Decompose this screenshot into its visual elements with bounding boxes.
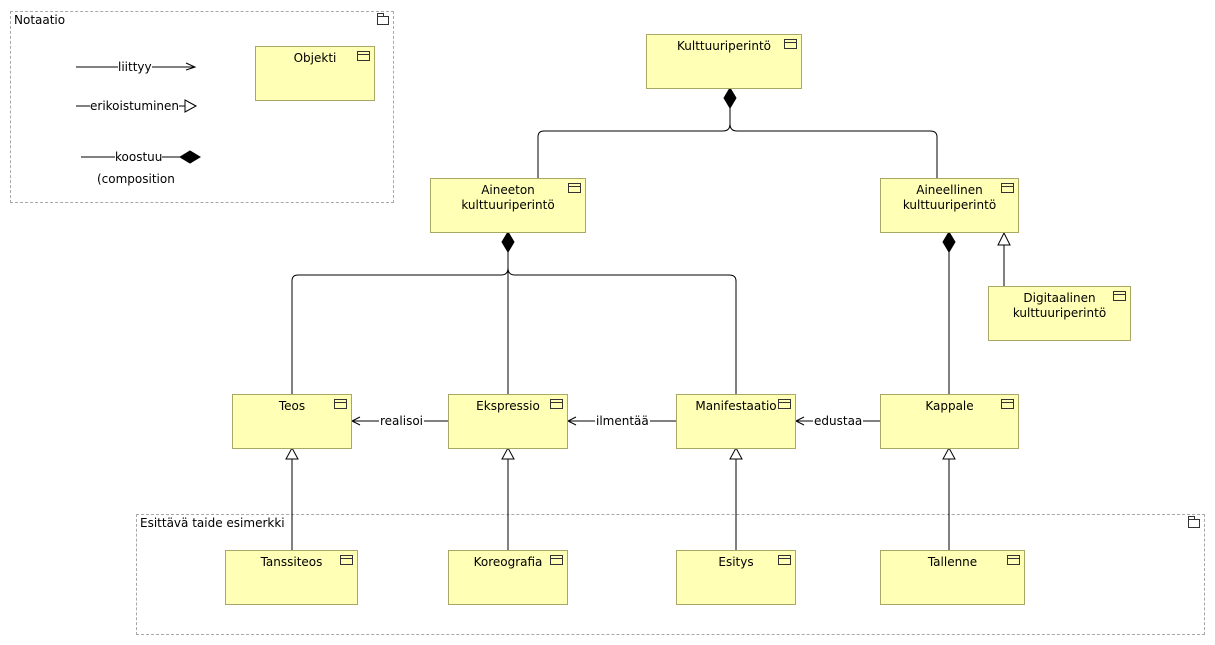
association-arrowhead [566,416,577,426]
node-label: Aineeton kulttuuriperintö [461,183,555,212]
node-label: Kulttuuriperintö [676,39,772,53]
node-label: Manifestaatio [695,399,777,413]
node-aineellinen[interactable]: Aineellinen kulttuuriperintö [880,178,1019,233]
node-kappale[interactable]: Kappale [880,394,1019,449]
legend-composition-note: (composition [97,172,175,186]
specialization-arrow [729,446,743,460]
node-label: Teos [278,399,306,413]
node-tanssiteos[interactable]: Tanssiteos [225,550,358,605]
object-icon [568,183,581,193]
object-icon [1113,291,1126,301]
notation-group: Notaatio [10,11,394,203]
specialization-arrow [942,446,956,460]
specialization-arrow [285,446,299,460]
composition-diamond [501,231,515,253]
relation-label-ilmentaa: ilmentää [595,414,650,428]
node-label: Aineellinen kulttuuriperintö [902,183,997,212]
object-icon [1007,555,1020,565]
node-label: Tallenne [927,555,978,569]
object-icon [784,39,797,49]
composition-line-aineellinen [729,123,938,179]
object-icon [1001,399,1014,409]
folder-icon [1188,516,1200,528]
association-arrowhead [350,416,361,426]
node-teos[interactable]: Teos [232,394,352,449]
legend-composition-diamond [179,150,201,164]
composition-line-teos [291,252,509,395]
legend-association-arrowhead [185,62,197,71]
object-icon [1001,183,1014,193]
node-label: Esitys [718,555,754,569]
association-arrowhead [794,416,805,426]
object-icon [340,555,353,565]
composition-diamond [723,87,737,109]
node-label: Koreografia [473,555,543,569]
legend-specialization-arrow [184,99,198,113]
object-icon [550,555,563,565]
node-label: Digitaalinen kulttuuriperintö [1012,291,1107,320]
legend-composition-label: koostuu [115,150,163,164]
notation-title: Notaatio [14,13,66,27]
node-label: Kappale [925,399,974,413]
node-aineeton[interactable]: Aineeton kulttuuriperintö [430,178,586,233]
object-icon [778,399,791,409]
example-group: Esittävä taide esimerkki [136,514,1205,635]
relation-label-realisoi: realisoi [379,414,425,428]
node-kulttuuriperinto[interactable]: Kulttuuriperintö [646,34,802,89]
object-icon [357,51,370,61]
node-digitaalinen[interactable]: Digitaalinen kulttuuriperintö [988,286,1131,341]
legend-specialization-label: erikoistuminen [90,99,180,113]
composition-line-aineeton [537,108,731,179]
node-koreografia[interactable]: Koreografia [448,550,568,605]
node-ekspressio[interactable]: Ekspressio [448,394,568,449]
object-icon [778,555,791,565]
node-manifestaatio[interactable]: Manifestaatio [676,394,796,449]
object-icon [334,399,347,409]
specialization-arrow [997,231,1011,246]
node-esitys[interactable]: Esitys [676,550,796,605]
example-group-title: Esittävä taide esimerkki [140,516,285,530]
node-tallenne[interactable]: Tallenne [880,550,1025,605]
object-icon [550,399,563,409]
specialization-arrow [501,446,515,460]
node-label: Ekspressio [476,399,540,413]
legend-object-box[interactable]: Objekti [255,46,375,101]
folder-icon [377,13,389,25]
legend-association-label: liittyy [118,60,152,74]
composition-line-manifestaatio [507,267,737,395]
node-label: Tanssiteos [260,555,323,569]
legend-object-label: Objekti [293,51,337,65]
relation-label-edustaa: edustaa [813,414,864,428]
composition-diamond [942,231,956,253]
